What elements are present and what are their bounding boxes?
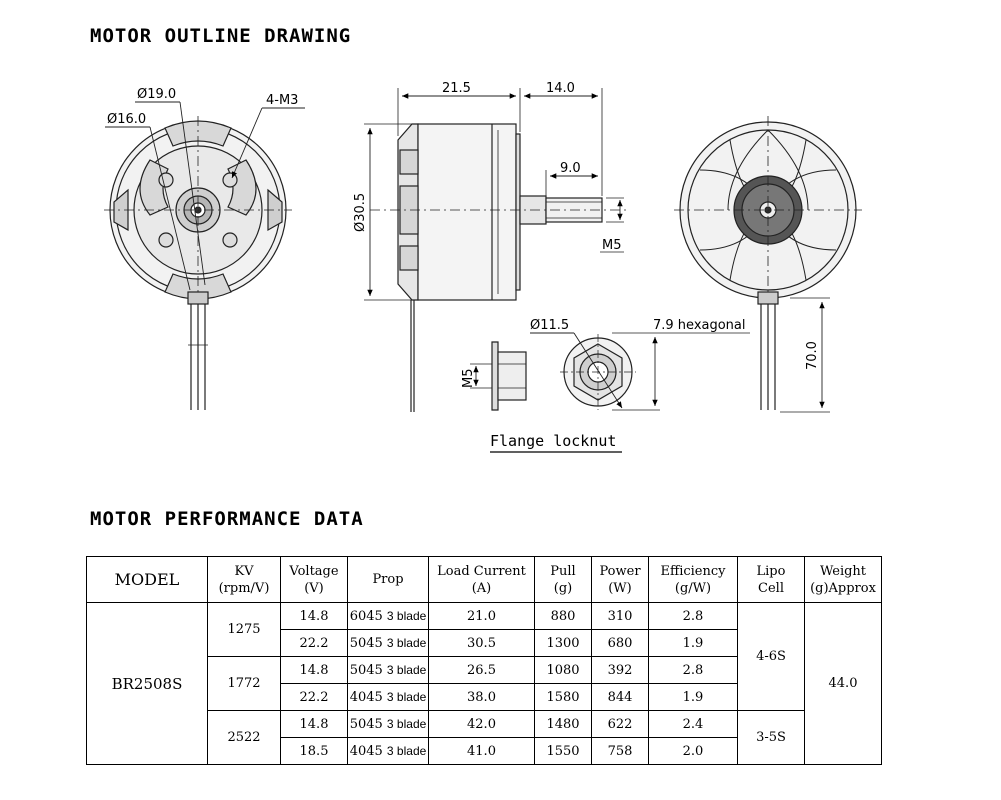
table-header-row: MODEL KV(rpm/V) Voltage(V) Prop Load Cur… <box>86 556 882 603</box>
voltage-cell: 14.8 <box>280 602 348 630</box>
dim-4m3: 4-M3 <box>266 93 298 108</box>
voltage-cell: 22.2 <box>280 629 348 657</box>
efficiency-cell: 1.9 <box>648 683 738 711</box>
table-row: 22.2 5045 3 blade 30.5 1300 680 1.9 <box>87 629 882 657</box>
pull-cell: 1300 <box>534 629 592 657</box>
power-cell: 844 <box>591 683 649 711</box>
dim-14-0: 14.0 <box>546 81 575 96</box>
rear-view <box>674 116 862 413</box>
col-pull: Pull(g) <box>534 556 592 603</box>
table-row: BR2508S 1275 14.8 6045 3 blade 21.0 880 … <box>86 602 882 765</box>
performance-table: MODEL KV(rpm/V) Voltage(V) Prop Load Cur… <box>86 556 882 765</box>
lipo-cell: 3-5S <box>737 710 805 765</box>
dim-phi19: Ø19.0 <box>137 87 176 102</box>
efficiency-cell: 2.8 <box>648 656 738 684</box>
pull-cell: 1550 <box>534 737 592 765</box>
col-power: Power(W) <box>591 556 649 603</box>
front-view <box>104 101 305 410</box>
lipo-cell: 4-6S <box>737 602 805 711</box>
pull-cell: 1480 <box>534 710 592 738</box>
col-weight: Weight(g)Approx <box>804 556 882 603</box>
col-prop: Prop <box>347 556 429 603</box>
table-row: 18.5 4045 3 blade 41.0 1550 758 2.0 <box>87 737 882 765</box>
efficiency-cell: 2.4 <box>648 710 738 738</box>
col-efficiency: Efficiency(g/W) <box>648 556 738 603</box>
dim-hexagonal: 7.9 hexagonal <box>653 318 746 333</box>
power-cell: 310 <box>591 602 649 630</box>
col-model: MODEL <box>86 556 208 603</box>
prop-cell: 5045 3 blade <box>347 710 429 738</box>
prop-cell: 4045 3 blade <box>347 737 429 765</box>
locknut-caption: Flange locknut <box>490 432 616 450</box>
kv-cell: 2522 <box>207 710 281 765</box>
current-cell: 42.0 <box>428 710 535 738</box>
power-cell: 392 <box>591 656 649 684</box>
pull-cell: 1580 <box>534 683 592 711</box>
efficiency-cell: 1.9 <box>648 629 738 657</box>
motor-outline-drawing: Ø19.0 Ø16.0 4-M3 21 <box>104 81 862 453</box>
prop-cell: 6045 3 blade <box>347 602 429 630</box>
weight-cell: 44.0 <box>804 602 882 765</box>
voltage-cell: 14.8 <box>280 656 348 684</box>
table-row: 1772 14.8 5045 3 blade 26.5 1080 392 2.8 <box>87 656 882 711</box>
power-cell: 622 <box>591 710 649 738</box>
prop-cell: 5045 3 blade <box>347 629 429 657</box>
voltage-cell: 18.5 <box>280 737 348 765</box>
dim-m5-nut: M5 <box>461 369 476 389</box>
power-cell: 758 <box>591 737 649 765</box>
voltage-cell: 22.2 <box>280 683 348 711</box>
locknut-side <box>470 341 527 411</box>
side-view <box>364 88 630 412</box>
dim-21-5: 21.5 <box>442 81 471 96</box>
dim-phi16: Ø16.0 <box>107 112 146 127</box>
voltage-cell: 14.8 <box>280 710 348 738</box>
current-cell: 38.0 <box>428 683 535 711</box>
current-cell: 41.0 <box>428 737 535 765</box>
table-row: 22.2 4045 3 blade 38.0 1580 844 1.9 <box>87 683 882 711</box>
outline-heading: MOTOR OUTLINE DRAWING <box>90 25 352 47</box>
dim-70-0: 70.0 <box>805 341 820 370</box>
efficiency-cell: 2.8 <box>648 602 738 630</box>
prop-cell: 4045 3 blade <box>347 683 429 711</box>
pull-cell: 1080 <box>534 656 592 684</box>
dim-m5-shaft: M5 <box>602 238 622 253</box>
col-current: Load Current(A) <box>428 556 535 603</box>
col-kv: KV(rpm/V) <box>207 556 281 603</box>
model-cell: BR2508S <box>86 602 208 765</box>
kv-cell: 1772 <box>207 656 281 711</box>
power-cell: 680 <box>591 629 649 657</box>
table-row: 2522 14.8 5045 3 blade 42.0 1480 622 2.4… <box>87 710 882 765</box>
kv-cell: 1275 <box>207 602 281 657</box>
efficiency-cell: 2.0 <box>648 737 738 765</box>
dim-phi30-5: Ø30.5 <box>353 193 368 232</box>
prop-cell: 5045 3 blade <box>347 656 429 684</box>
current-cell: 21.0 <box>428 602 535 630</box>
performance-heading: MOTOR PERFORMANCE DATA <box>90 508 364 530</box>
dim-phi11-5: Ø11.5 <box>530 318 569 333</box>
dim-9-0: 9.0 <box>560 161 581 176</box>
current-cell: 26.5 <box>428 656 535 684</box>
col-voltage: Voltage(V) <box>280 556 348 603</box>
locknut-front <box>530 332 750 411</box>
pull-cell: 880 <box>534 602 592 630</box>
current-cell: 30.5 <box>428 629 535 657</box>
